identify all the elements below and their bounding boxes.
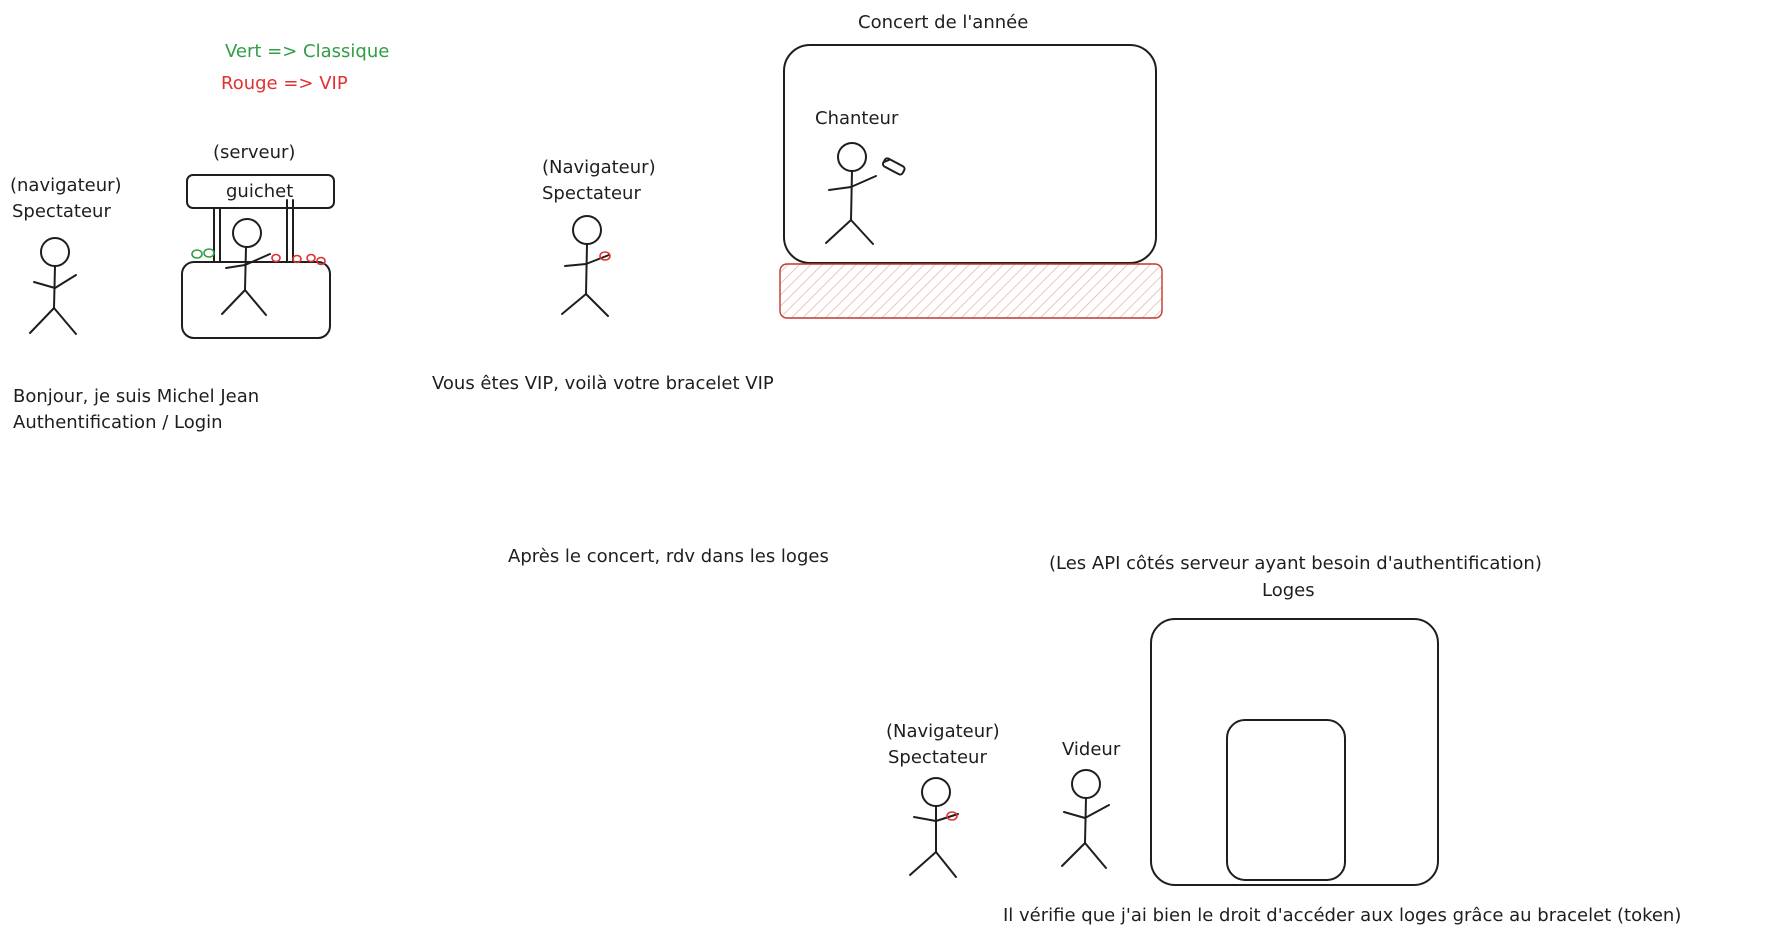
legend-green-text: Vert => Classique bbox=[225, 41, 389, 62]
scene2-caption: Vous êtes VIP, voilà votre bracelet VIP bbox=[432, 373, 774, 394]
backstage-label: Loges bbox=[1262, 580, 1315, 601]
scene4-caption: Il vérifie que j'ai bien le droit d'accé… bbox=[1003, 905, 1681, 926]
scene1-spectator-label-line2: Spectateur bbox=[12, 201, 111, 222]
bouncer-label: Videur bbox=[1062, 739, 1121, 760]
concert-title: Concert de l'année bbox=[858, 12, 1028, 33]
scene2-spectator-label-line2: Spectateur bbox=[542, 183, 641, 204]
backstage-room bbox=[1150, 618, 1439, 886]
microphone-icon bbox=[881, 157, 906, 176]
scene2-spectator-label-line1: (Navigateur) bbox=[542, 157, 656, 178]
singer-figure bbox=[825, 142, 877, 245]
bouncer-figure bbox=[1061, 769, 1110, 869]
scene1-caption-line1: Bonjour, je suis Michel Jean bbox=[13, 386, 259, 407]
scene4-spectator-label-line2: Spectateur bbox=[888, 747, 987, 768]
booth-label: guichet bbox=[226, 181, 293, 202]
booth bbox=[181, 174, 335, 339]
singer-label: Chanteur bbox=[815, 108, 899, 129]
scene4-spectator-label-line1: (Navigateur) bbox=[886, 721, 1000, 742]
scene3-caption: Après le concert, rdv dans les loges bbox=[508, 546, 829, 567]
scene4-spectator-figure bbox=[909, 777, 959, 878]
scene1-spectator-label-line1: (navigateur) bbox=[10, 175, 122, 196]
scene1-spectator-figure bbox=[29, 237, 77, 335]
scene2-spectator-figure bbox=[561, 215, 611, 317]
backstage-subtitle: (Les API côtés serveur ayant besoin d'au… bbox=[1049, 553, 1542, 574]
scene1-server-label: (serveur) bbox=[213, 142, 295, 163]
legend-red-text: Rouge => VIP bbox=[221, 73, 348, 94]
scene1-caption-line2: Authentification / Login bbox=[13, 412, 223, 433]
concert-stage bbox=[779, 44, 1163, 319]
